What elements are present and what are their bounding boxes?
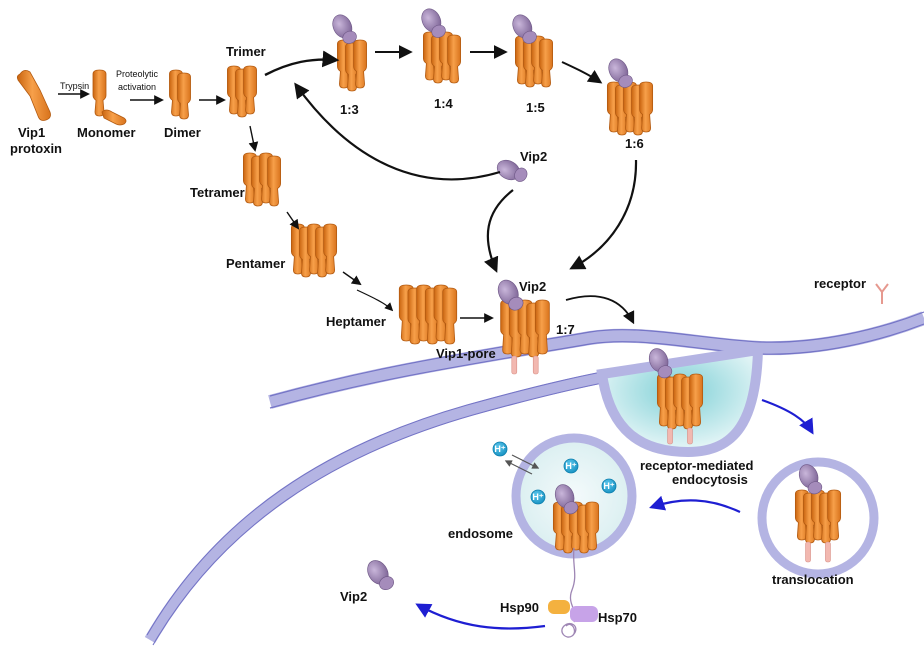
receptor-icon — [875, 283, 889, 304]
proton-h1: H⁺ — [492, 441, 508, 457]
plasma-membrane — [268, 311, 924, 409]
proton-label: H⁺ — [532, 492, 543, 502]
label-vip2-released: Vip2 — [340, 589, 367, 604]
label-trimer: Trimer — [226, 44, 266, 59]
label-endosome: endosome — [448, 526, 513, 541]
dimer-glyph — [169, 69, 191, 120]
translocation-pore-glyph — [794, 489, 842, 563]
vip2-on-1-6 — [608, 58, 633, 88]
proton-h3: H⁺ — [530, 489, 546, 505]
proton-label: H⁺ — [565, 461, 576, 471]
label-pentamer: Pentamer — [226, 256, 285, 271]
label-rme-line2: endocytosis — [672, 472, 748, 487]
pathway-arrows — [58, 45, 638, 325]
complex-1-4 — [423, 31, 461, 84]
endosome-pore-glyph — [552, 501, 600, 554]
chaperone-complex — [548, 547, 598, 638]
label-dimer: Dimer — [164, 125, 201, 140]
complex-1-3 — [337, 39, 367, 92]
label-vip2-free: Vip2 — [520, 149, 547, 164]
label-heptamer: Heptamer — [326, 314, 386, 329]
label-monomer: Monomer — [77, 125, 136, 140]
complex-1-6 — [606, 81, 654, 136]
label-receptor: receptor — [814, 276, 866, 291]
proton-exchange-arrows — [504, 454, 540, 475]
label-ratio-1-5: 1:5 — [526, 100, 545, 115]
vip2-on-1-4 — [421, 8, 446, 38]
proton-label: H⁺ — [603, 481, 614, 491]
labels: Vip1 protoxin Trypsin Proteolytic activa… — [10, 44, 866, 625]
vip2-on-1-5 — [512, 14, 537, 44]
proton-h4: H⁺ — [601, 478, 617, 494]
vip2-in-translocation — [798, 464, 823, 495]
vip2-free — [496, 159, 528, 182]
pit-pore-glyph — [656, 373, 704, 445]
vip2-released — [367, 560, 394, 591]
vip1-pore-glyph — [500, 299, 550, 375]
heptamer-glyph — [398, 284, 458, 345]
vip2-in-pit — [648, 348, 673, 379]
label-translocation: translocation — [772, 572, 854, 587]
label-protoxin: protoxin — [10, 141, 62, 156]
nuclear-membrane — [144, 370, 612, 644]
proton-h2: H⁺ — [563, 458, 579, 474]
proton-label: H⁺ — [494, 444, 505, 454]
label-hsp90: Hsp90 — [500, 600, 539, 615]
label-ratio-1-6: 1:6 — [625, 136, 644, 151]
vip2-on-1-3 — [332, 14, 357, 44]
vip1-protoxin-glyph — [16, 70, 51, 121]
label-vip1: Vip1 — [18, 125, 45, 140]
label-ratio-1-4: 1:4 — [434, 96, 454, 111]
monomer-glyph — [92, 69, 127, 126]
label-ratio-1-7: 1:7 — [556, 322, 575, 337]
intracellular-arrows — [415, 398, 814, 630]
complex-1-5 — [515, 35, 553, 88]
label-trypsin: Trypsin — [60, 81, 89, 91]
vip2-on-pore — [497, 279, 524, 311]
label-vip2-pore: Vip2 — [519, 279, 546, 294]
pentamer-glyph — [290, 223, 338, 278]
label-ratio-1-3: 1:3 — [340, 102, 359, 117]
label-activation: activation — [118, 82, 156, 92]
hsp90-block — [548, 600, 570, 614]
vip2-in-endosome — [554, 484, 579, 515]
label-hsp70: Hsp70 — [598, 610, 637, 625]
hsp70-block — [570, 606, 598, 622]
label-tetramer: Tetramer — [190, 185, 245, 200]
tetramer-glyph — [243, 152, 281, 207]
label-vip1-pore: Vip1-pore — [436, 346, 496, 361]
label-proteolytic: Proteolytic — [116, 69, 159, 79]
label-rme-line1: receptor-mediated — [640, 458, 753, 473]
trimer-glyph — [227, 65, 257, 118]
